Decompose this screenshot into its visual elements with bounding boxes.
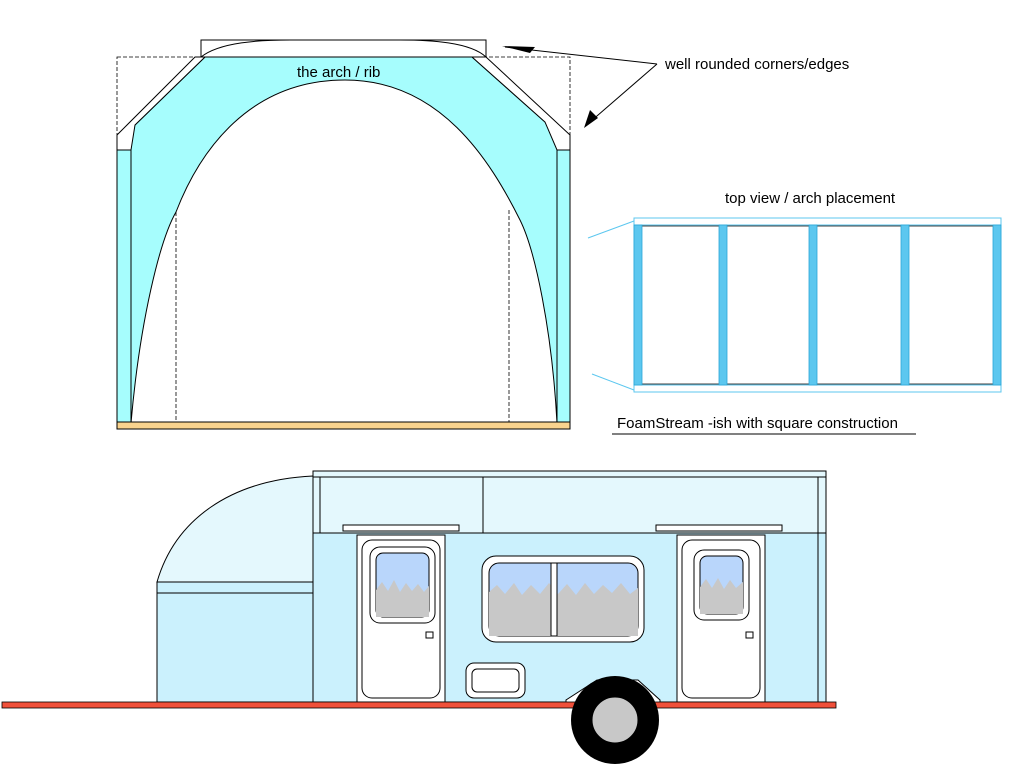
arrow-head-top xyxy=(502,46,535,53)
camper-nose xyxy=(156,475,314,583)
top-view-rib-5 xyxy=(992,224,1002,386)
center-window xyxy=(481,555,645,643)
camper-roof xyxy=(312,470,827,534)
arch-rib xyxy=(116,56,571,426)
rounded-corners-callout: well rounded corners/edges xyxy=(502,46,849,128)
door-left-handle xyxy=(425,631,434,639)
top-view-outer-frame xyxy=(633,217,1002,393)
top-view-rib-3 xyxy=(808,224,818,386)
arrow-head-bottom xyxy=(584,110,598,128)
top-view: top view / arch placement xyxy=(587,190,1002,393)
roof-vent-left xyxy=(342,524,460,532)
arch-rib-label: the arch / rib xyxy=(297,64,380,81)
roof-vent-right xyxy=(655,524,783,532)
base-board xyxy=(116,421,571,430)
door-right xyxy=(676,534,766,703)
wheel-hub xyxy=(591,696,639,744)
construction-note: FoamStream -ish with square construction xyxy=(612,415,916,435)
camper-front-box xyxy=(156,581,316,703)
camper-side-view xyxy=(1,470,837,764)
top-view-rib-1 xyxy=(633,224,643,386)
top-view-rib-4 xyxy=(900,224,910,386)
door-left xyxy=(356,534,446,703)
roof-cap-curve xyxy=(200,39,487,58)
rounded-corners-label: well rounded corners/edges xyxy=(664,56,849,73)
construction-note-label: FoamStream -ish with square construction xyxy=(617,415,898,432)
arch-front-view: the arch / rib xyxy=(116,39,571,430)
door-right-handle xyxy=(745,631,754,639)
top-view-rib-2 xyxy=(718,224,728,386)
top-view-label: top view / arch placement xyxy=(725,190,896,207)
ground-frame-line xyxy=(1,701,837,709)
